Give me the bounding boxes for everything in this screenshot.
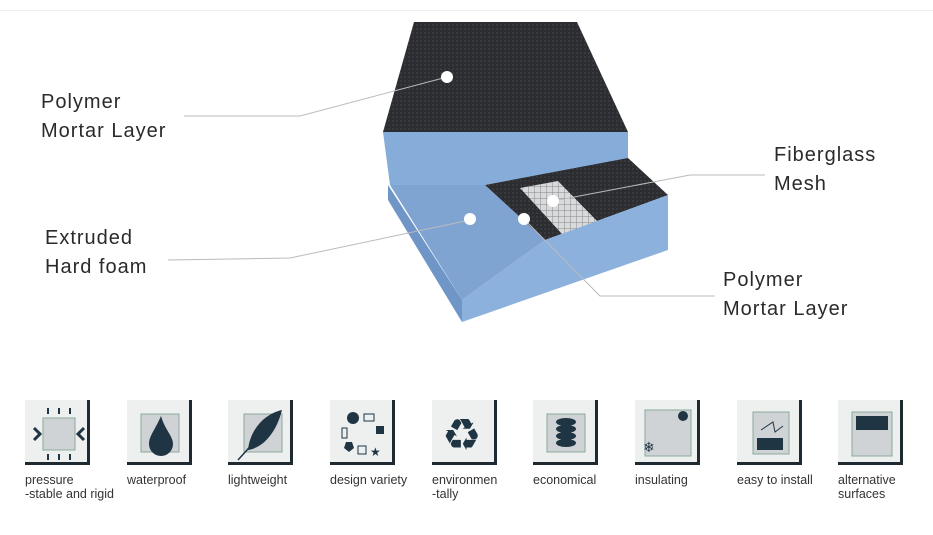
feature-sun-snow: ❄ insulating [635, 400, 735, 487]
pressure-icon [25, 400, 90, 465]
mesh-strip [520, 181, 598, 234]
lower-foam-front [462, 195, 668, 322]
top-mortar-face [383, 22, 628, 132]
feature-label: lightweight [228, 473, 328, 487]
label-line: Mortar Layer [41, 120, 167, 142]
feature-label-line: easy to install [737, 473, 813, 487]
shapes-icon: ★ [330, 400, 395, 465]
label-line: Hard foam [45, 256, 148, 278]
top-foam-front [383, 132, 628, 185]
svg-text:★: ★ [370, 445, 381, 459]
feature-label: pressure-stable and rigid [25, 473, 125, 501]
svg-text:❄: ❄ [643, 439, 655, 455]
feature-label-line: economical [533, 473, 597, 487]
surface-icon [838, 400, 903, 465]
feature-recycle: ♻ environmen-tally [432, 400, 532, 501]
feature-label-line: -stable and rigid [25, 487, 114, 501]
label-line: Polymer [41, 91, 122, 113]
feature-label: waterproof [127, 473, 227, 487]
coins-icon [533, 400, 598, 465]
feature-label-line: surfaces [838, 487, 886, 501]
feature-label-line: alternative [838, 473, 896, 487]
divider [0, 10, 933, 11]
lower-foam-left [388, 185, 462, 322]
feature-install: easy to install [737, 400, 837, 487]
feature-label-line: insulating [635, 473, 688, 487]
feature-label: easy to install [737, 473, 837, 487]
feature-label: environmen-tally [432, 473, 532, 501]
water-drop-icon [127, 400, 192, 465]
feature-label: insulating [635, 473, 735, 487]
label-line: Mortar Layer [723, 298, 849, 320]
feature-label-line: waterproof [127, 473, 187, 487]
feature-feather: lightweight [228, 400, 328, 487]
label-line: Mesh [774, 173, 827, 195]
label-line: Extruded [45, 227, 134, 249]
feature-label-line: environmen [432, 473, 498, 487]
feature-shapes: ★ design variety [330, 400, 430, 487]
recycle-icon: ♻ [432, 400, 497, 465]
label-line: Polymer [723, 269, 804, 291]
feature-coins: economical [533, 400, 633, 487]
lower-foam-top [390, 185, 545, 300]
feature-label: design variety [330, 473, 430, 487]
feature-label-line: -tally [432, 487, 459, 501]
feature-label-line: pressure [25, 473, 74, 487]
feature-pressure: pressure-stable and rigid [25, 400, 125, 501]
sun-snow-icon: ❄ [635, 400, 700, 465]
feature-label-line: design variety [330, 473, 408, 487]
board-diagram [167, 22, 765, 322]
feather-icon [228, 400, 293, 465]
feature-label: economical [533, 473, 633, 487]
lower-mortar-cut [485, 158, 668, 240]
label-line: Fiberglass [774, 144, 877, 166]
svg-text:♻: ♻ [442, 411, 481, 460]
install-icon [737, 400, 802, 465]
feature-label-line: lightweight [228, 473, 288, 487]
feature-water-drop: waterproof [127, 400, 227, 487]
